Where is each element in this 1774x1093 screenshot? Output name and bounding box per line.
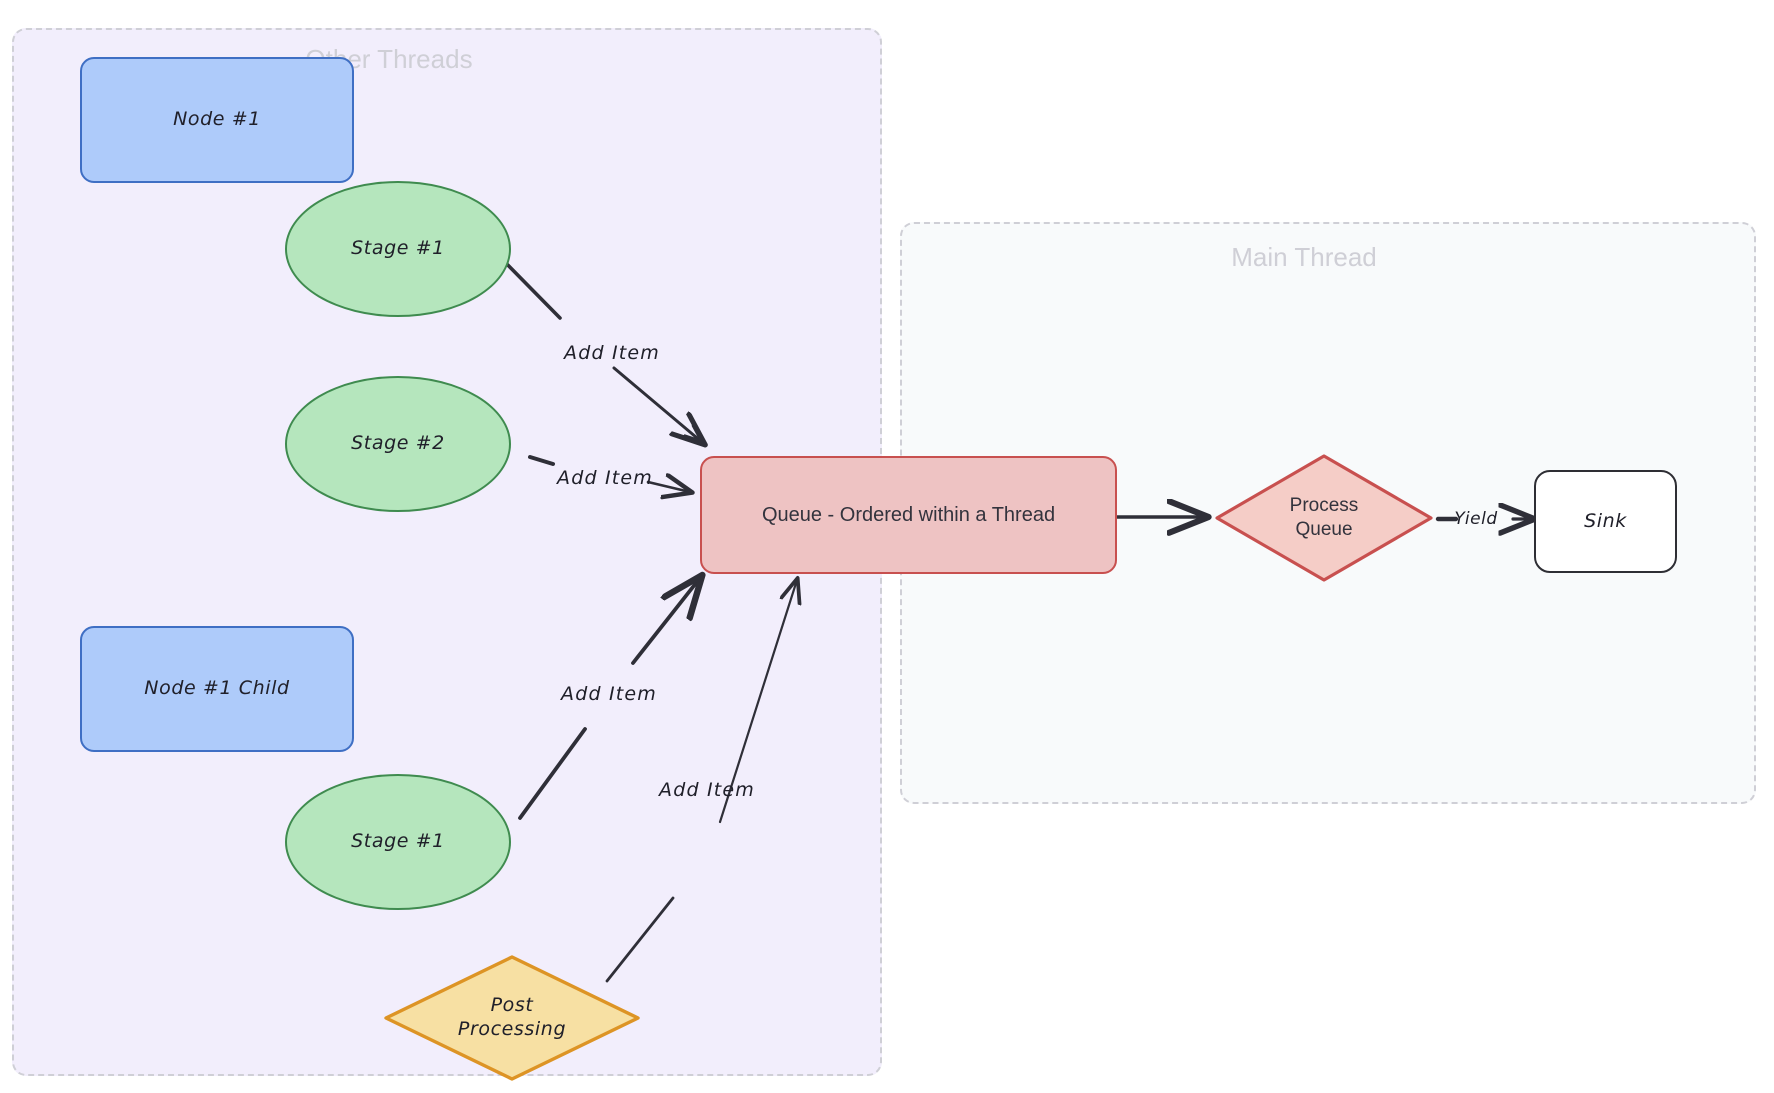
node-queue-label: Queue - Ordered within a Thread [761, 503, 1056, 526]
node-stage1-bottom-label: Stage #1 [351, 830, 445, 853]
edge-label-yield: Yield [1454, 509, 1498, 529]
node-stage2-label: Stage #2 [351, 432, 445, 455]
edge-label-add-item-1: Add Item [563, 342, 661, 364]
node-stage1-top[interactable]: Stage #1 [285, 181, 511, 317]
node-postprocessing-label-line2: Processing [457, 1018, 567, 1040]
edge-label-add-item-3: Add Item [560, 683, 658, 705]
node-postprocessing[interactable]: Post Processing [382, 953, 642, 1083]
node-queue[interactable]: Queue - Ordered within a Thread [700, 456, 1117, 574]
node-stage1-bottom[interactable]: Stage #1 [285, 774, 511, 910]
node-node1child-label: Node #1 Child [144, 677, 290, 700]
node-processqueue-label-line2: Queue [1295, 519, 1353, 540]
edge-label-add-item-4: Add Item [658, 779, 756, 801]
node-processqueue-label-line1: Process [1289, 495, 1359, 517]
edge-label-add-item-2: Add Item [556, 467, 654, 489]
processqueue-shape [1215, 454, 1433, 582]
node-sink[interactable]: Sink [1534, 470, 1677, 573]
node-stage1-top-label: Stage #1 [351, 237, 445, 260]
node-node1-label: Node #1 [173, 108, 261, 131]
node-stage2[interactable]: Stage #2 [285, 376, 511, 512]
node-processqueue[interactable]: Process Queue [1213, 452, 1435, 584]
cluster-main-thread-title: Main Thread [1231, 242, 1377, 272]
node-sink-label: Sink [1584, 509, 1627, 532]
postprocessing-shape [384, 955, 640, 1081]
node-postprocessing-label-line1: Post [490, 994, 534, 1017]
node-node1child[interactable]: Node #1 Child [80, 626, 354, 752]
node-node1[interactable]: Node #1 [80, 57, 354, 183]
